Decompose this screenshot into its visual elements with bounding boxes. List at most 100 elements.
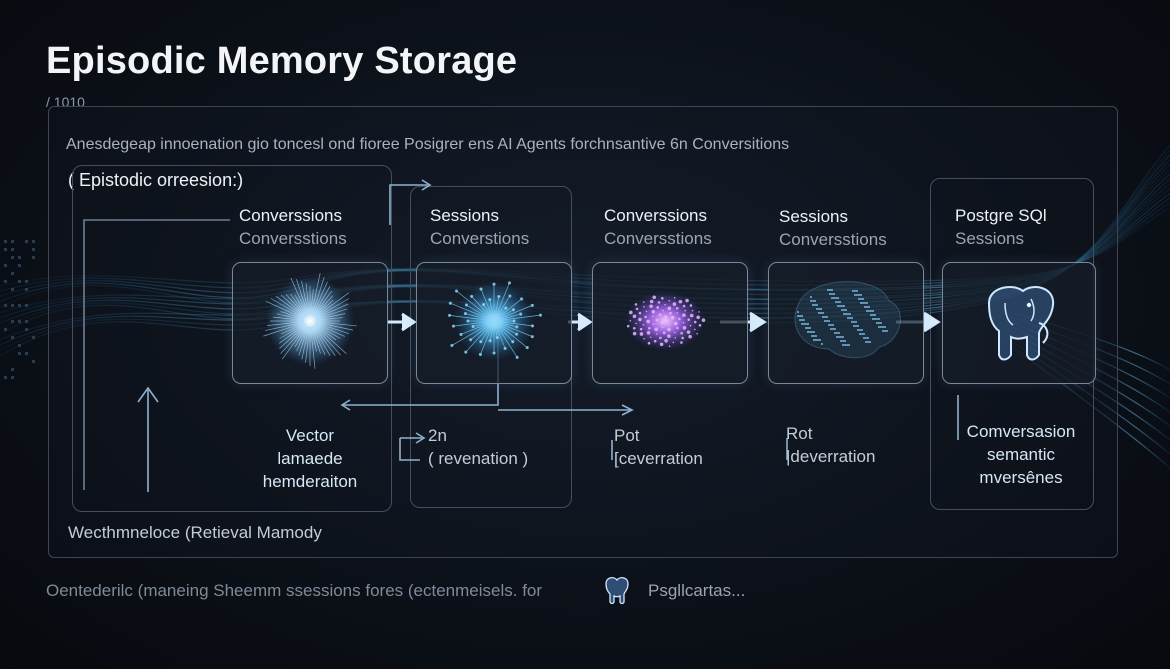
- brain-dot: [833, 293, 835, 295]
- cluster-dot: [676, 312, 678, 314]
- stage-2-subtitle: Converstions: [430, 229, 529, 249]
- stage-4-subtitle: Conversstions: [779, 230, 887, 250]
- cluster-dot: [636, 308, 639, 311]
- neural-node: [448, 314, 450, 316]
- conversation-line-2: semantic: [946, 443, 1096, 466]
- brain-dot: [876, 318, 878, 320]
- brain-dot: [860, 302, 862, 304]
- cluster-dot: [654, 328, 658, 332]
- cluster-dot: [664, 339, 668, 343]
- cluster-dot: [652, 295, 656, 299]
- cluster-dot: [682, 313, 686, 317]
- brain-dot: [835, 297, 837, 299]
- cluster-dot: [643, 338, 645, 340]
- brain-dot: [834, 332, 836, 334]
- brain-dot: [829, 293, 831, 295]
- brain-dot: [822, 312, 824, 314]
- brain-dot: [809, 327, 811, 329]
- neural-node: [505, 307, 507, 309]
- brain-dot: [869, 341, 871, 343]
- cluster-dot: [696, 316, 700, 320]
- cluster-dot: [653, 323, 655, 325]
- cluster-dot: [668, 324, 670, 326]
- revenation-line-1: 2n: [428, 424, 528, 447]
- cluster-dot: [660, 342, 664, 346]
- brain-dot: [813, 335, 815, 337]
- cluster-dot: [669, 345, 671, 347]
- brain-dot: [872, 318, 874, 320]
- brain-dot: [842, 336, 844, 338]
- cluster-dot: [683, 326, 687, 330]
- vector-line-2: lamaede: [240, 447, 380, 470]
- neural-node: [509, 295, 511, 297]
- neural-node: [516, 356, 518, 358]
- neural-node: [515, 333, 517, 335]
- brain-dot: [838, 332, 840, 334]
- cluster-dot: [633, 327, 636, 330]
- rot-line-1: Rot: [786, 422, 875, 445]
- cluster-dot: [646, 320, 650, 324]
- brain-dot: [822, 316, 824, 318]
- brain-dot: [853, 321, 855, 323]
- cluster-dot: [679, 300, 683, 304]
- cluster-dot: [699, 324, 702, 327]
- cluster-dot: [635, 303, 638, 306]
- brain-dot: [799, 319, 801, 321]
- brain-dot: [801, 315, 803, 317]
- cluster-dot: [672, 342, 674, 344]
- cluster-dot: [688, 335, 692, 339]
- brain-dot: [854, 290, 856, 292]
- brain-dot: [826, 316, 828, 318]
- radial-burst-icon: [233, 263, 387, 383]
- neural-node: [472, 325, 474, 327]
- retrieval-memory-label: Wecthmneloce (Retieval Mamody: [68, 523, 322, 543]
- brain-dot: [865, 337, 867, 339]
- brain-dot: [851, 321, 853, 323]
- brain-dot: [841, 305, 843, 307]
- brain-dot: [847, 317, 849, 319]
- brain-dot: [858, 294, 860, 296]
- rot-label: Rot |deverration: [786, 422, 875, 468]
- brain-dot: [805, 327, 807, 329]
- cluster-dot: [674, 297, 676, 299]
- cluster-dot: [656, 306, 659, 309]
- brain-dot: [807, 323, 809, 325]
- revenation-label: 2n ( revenation ): [428, 424, 528, 470]
- neural-node: [465, 351, 467, 353]
- brain-dot: [872, 310, 874, 312]
- brain-dot: [807, 327, 809, 329]
- brain-dot: [842, 340, 844, 342]
- stage-5-subtitle: Sessions: [955, 229, 1024, 249]
- cluster-dot: [646, 311, 648, 313]
- neural-node: [467, 320, 469, 322]
- stage-3-title: Converssions: [604, 206, 707, 226]
- stage-5-title: Postgre SQl: [955, 206, 1047, 226]
- cluster-dot: [649, 304, 653, 308]
- brain-dot: [817, 339, 819, 341]
- brain-dot: [797, 311, 799, 313]
- cluster-dot: [629, 311, 633, 315]
- neural-node: [465, 304, 467, 306]
- cluster-dot: [633, 315, 637, 319]
- stage-1-title: Converssions: [239, 206, 342, 226]
- brain-dot: [866, 310, 868, 312]
- cluster-dot: [667, 328, 671, 332]
- bottom-app-label: Psgllcartas...: [648, 581, 745, 601]
- neural-node: [470, 295, 472, 297]
- cluster-dot: [638, 318, 642, 322]
- brain-dot: [844, 340, 846, 342]
- brain-dot: [820, 308, 822, 310]
- brain-dot: [832, 324, 834, 326]
- brain-dot: [884, 326, 886, 328]
- cluster-dot: [648, 342, 651, 345]
- brain-dot: [853, 325, 855, 327]
- pot-line-2: [ceverration: [614, 447, 703, 470]
- brain-dot: [826, 320, 828, 322]
- brain-dot: [843, 313, 845, 315]
- neural-node: [498, 295, 500, 297]
- flow-arrow-2-head: [578, 314, 590, 330]
- cluster-dot: [702, 318, 706, 322]
- brain-dot: [867, 337, 869, 339]
- neural-node: [480, 340, 482, 342]
- brain-dot: [859, 329, 861, 331]
